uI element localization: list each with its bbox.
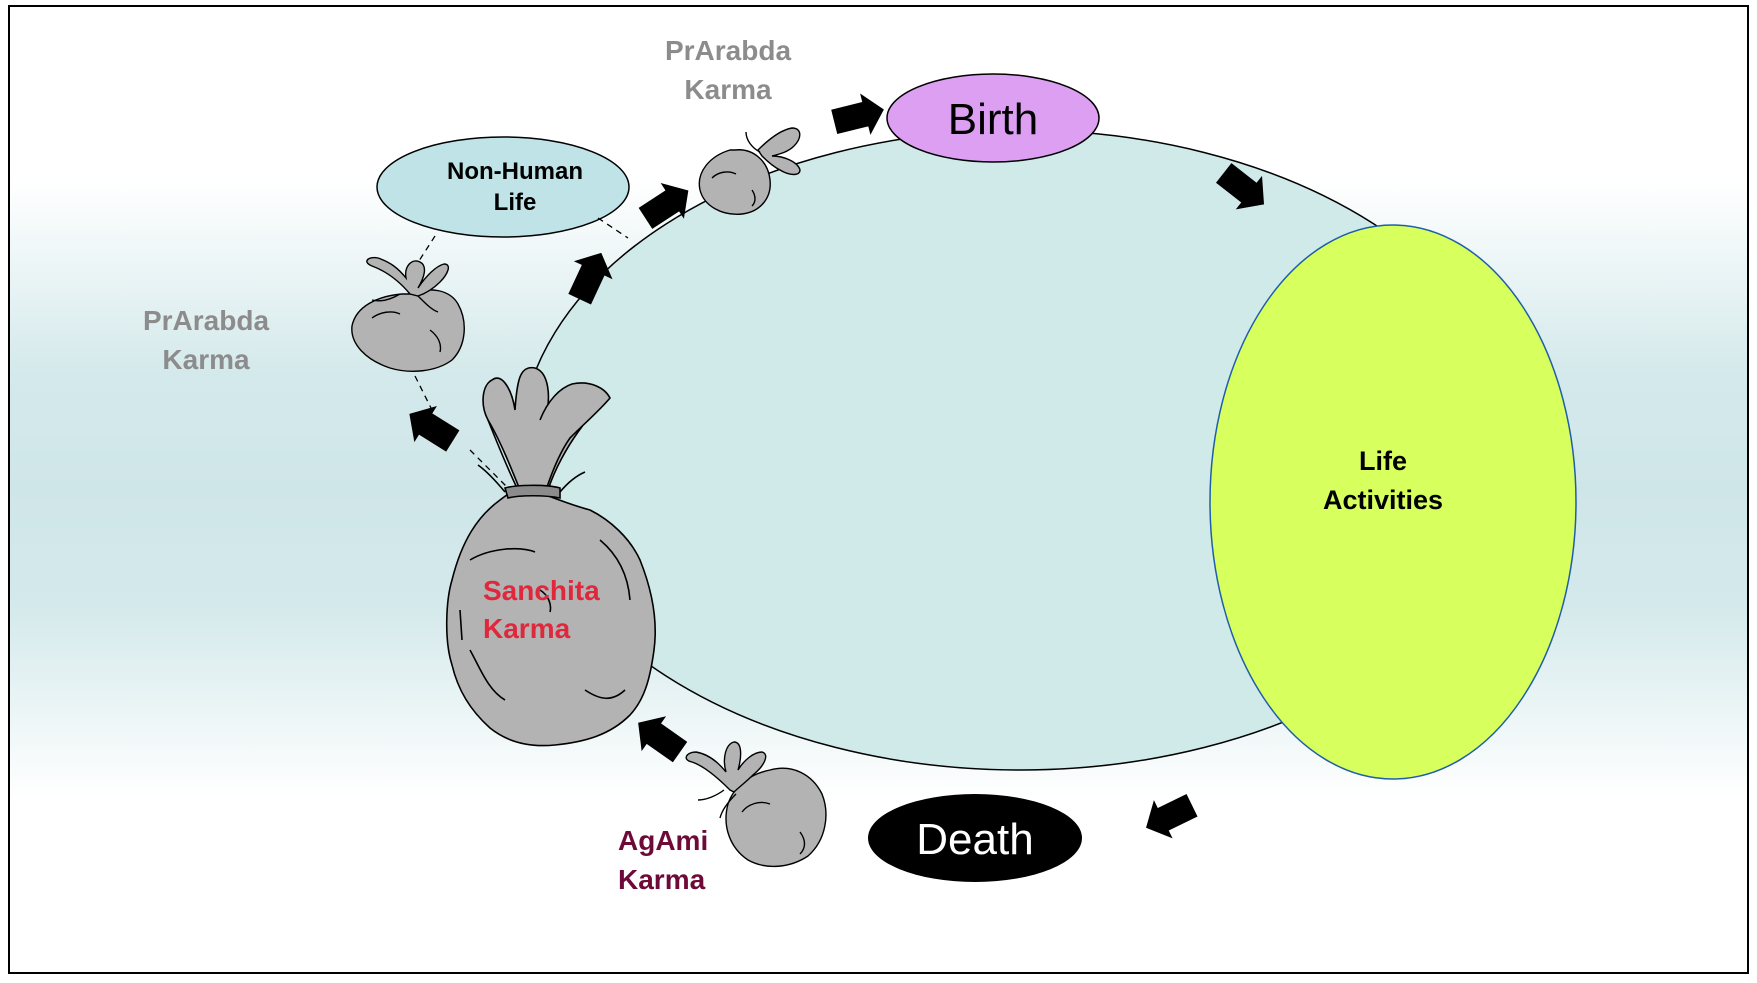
non-human-label-line1: Non-Human (447, 158, 583, 185)
svg-text:Karma: Karma (684, 74, 772, 105)
non-human-life-node: Non-Human Life (377, 137, 629, 237)
svg-text:PrArabda: PrArabda (665, 35, 791, 66)
life-activities-label-line2: Activities (1323, 485, 1443, 515)
birth-label: Birth (948, 95, 1038, 144)
death-node: Death (868, 794, 1082, 882)
svg-text:Karma: Karma (162, 344, 250, 375)
svg-text:AgAmi: AgAmi (618, 825, 708, 856)
non-human-label-line2: Life (494, 189, 537, 216)
svg-text:PrArabda: PrArabda (143, 305, 269, 336)
svg-text:Karma: Karma (483, 613, 571, 644)
svg-text:Karma: Karma (618, 864, 706, 895)
life-activities-node: Life Activities (1210, 225, 1576, 779)
svg-text:Sanchita: Sanchita (483, 575, 600, 606)
life-activities-label-line1: Life (1359, 446, 1407, 476)
birth-node: Birth (887, 74, 1099, 162)
death-label: Death (916, 815, 1033, 864)
